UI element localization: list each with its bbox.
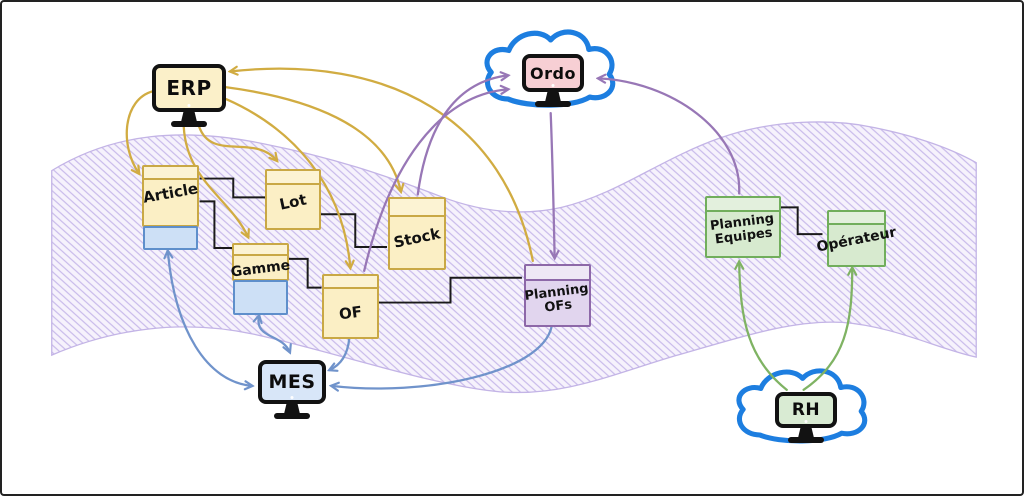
- entity-gamme-attributes: [233, 280, 288, 315]
- edge-erp-stock: [225, 86, 401, 191]
- ordo-monitor-base: [535, 101, 571, 107]
- mes-monitor-base: [274, 413, 310, 419]
- connector-planning-equipes-operateur: [776, 206, 823, 236]
- erp-label: ERP: [166, 76, 212, 100]
- ordo-system: Ordo: [522, 54, 584, 107]
- entity-stock: Stock: [388, 197, 446, 270]
- erp-monitor-stand: [181, 112, 197, 122]
- edge-planning-equipes-ordo: [598, 78, 741, 195]
- edge-erp-gamme: [182, 123, 248, 237]
- ordo-monitor-stand: [545, 92, 561, 102]
- entity-article-header: [144, 167, 197, 180]
- edge-of-mes: [329, 337, 351, 370]
- entity-article-attributes: [143, 226, 198, 250]
- ordo-cloud-system: Ordo: [478, 22, 628, 118]
- entity-operateur: Opérateur: [815, 210, 898, 267]
- rh-monitor-camera-dot: [804, 420, 808, 423]
- entity-gamme: Gamme: [230, 243, 291, 281]
- entity-gamme-header: [234, 245, 287, 256]
- edge-rh-planning-equipes: [739, 262, 788, 391]
- rh-system: RH: [775, 392, 837, 443]
- edge-rh-operateur: [802, 268, 853, 391]
- rh-monitor-stand: [798, 428, 814, 438]
- rh-label: RH: [791, 400, 821, 420]
- mes-label: MES: [268, 371, 316, 393]
- entity-article: Article: [142, 165, 199, 227]
- edge-planning-ofs-erp: [230, 69, 534, 263]
- edge-planning-ofs-mes: [331, 325, 553, 388]
- edge-erp-lot: [197, 123, 277, 161]
- rh-monitor-base: [788, 437, 824, 443]
- mes-system: MES: [258, 360, 326, 419]
- entity-stock-header: [390, 199, 444, 217]
- edge-ordo-planning-ofs: [551, 111, 555, 258]
- mes-monitor-camera-dot: [290, 396, 294, 399]
- connector-of-planning-ofs: [378, 276, 522, 304]
- rh-monitor-icon: RH: [775, 392, 837, 428]
- entity-lot-header: [267, 171, 319, 185]
- ordo-monitor-icon: Ordo: [522, 54, 584, 92]
- erp-monitor-icon: ERP: [152, 64, 226, 112]
- mes-monitor-icon: MES: [258, 360, 326, 404]
- entity-operateur-header: [829, 212, 884, 225]
- edge-of-ordo: [363, 89, 508, 272]
- entity-planning-equipes-header: [707, 198, 779, 212]
- erp-system: ERP: [152, 64, 226, 127]
- erp-monitor-base: [171, 121, 207, 127]
- connector-article-gamme: [199, 200, 233, 249]
- ordo-label: Ordo: [530, 63, 576, 83]
- erp-monitor-camera-dot: [187, 104, 191, 107]
- edge-erp-article: [125, 90, 155, 173]
- entity-planning-ofs-header: [526, 266, 589, 281]
- entity-lot: Lot: [265, 169, 321, 230]
- edge-erp-of: [225, 98, 350, 268]
- mes-monitor-stand: [284, 404, 300, 414]
- ordo-monitor-camera-dot: [551, 84, 555, 87]
- edge-stock-ordo: [416, 75, 508, 196]
- edge-mes-article: [168, 251, 252, 386]
- entity-of-header: [324, 276, 377, 289]
- entity-of: OF: [322, 274, 379, 339]
- connector-gamme-of: [288, 257, 322, 289]
- edge-mes-gamme: [258, 315, 289, 352]
- rh-cloud-system: RH: [732, 364, 882, 456]
- connector-article-lot: [199, 177, 266, 199]
